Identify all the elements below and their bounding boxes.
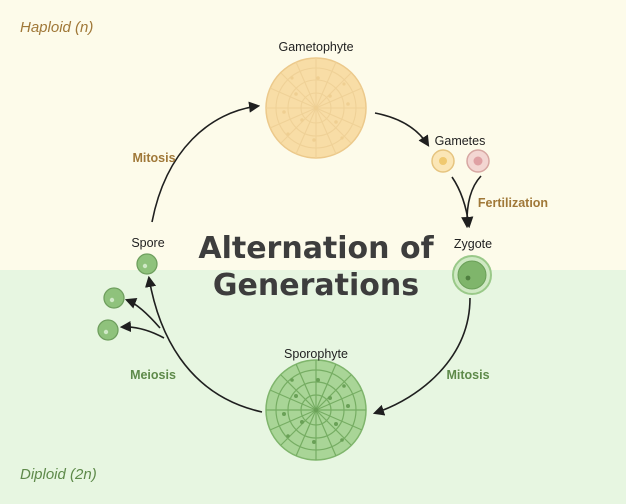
mitosis-label-haploid: Mitosis [132, 151, 176, 165]
meiosis-label: Meiosis [130, 368, 176, 382]
title-line-1: Alternation of [198, 231, 434, 266]
sporophyte-cell-mass [265, 359, 367, 461]
gametophyte-label: Gametophyte [278, 40, 354, 54]
diagram-title: Alternation of Generations [198, 230, 433, 304]
arrow-gamete-pink-to-zygote [461, 175, 482, 229]
zygote-cell [452, 255, 492, 295]
spore-cell [136, 253, 158, 275]
arrow-meiosis-branch-upper [124, 297, 161, 329]
gamete-cell-yellow [431, 149, 455, 173]
title-line-2: Generations [212, 268, 420, 303]
gamete-cell-pink [466, 149, 490, 173]
arrow-gametophyte-to-gametes [374, 112, 430, 147]
zygote-label: Zygote [453, 237, 493, 251]
gametophyte-cell-mass [265, 57, 367, 159]
spore-label: Spore [131, 236, 165, 250]
spore-cell-3 [97, 319, 119, 341]
spore-cell-2 [103, 287, 125, 309]
mitosis-label-diploid: Mitosis [446, 368, 490, 382]
gametes-label: Gametes [434, 134, 486, 148]
haploid-phase-label: Haploid (n) [20, 19, 94, 36]
fertilization-label: Fertilization [477, 196, 549, 210]
arrow-meiosis-branch-lower [119, 320, 165, 339]
diploid-phase-label: Diploid (2n) [20, 466, 97, 483]
arrow-zygote-to-sporophyte [372, 297, 471, 416]
arrow-sporophyte-to-spore [145, 275, 263, 413]
sporophyte-label: Sporophyte [284, 347, 348, 361]
arrow-spore-to-gametophyte [151, 101, 261, 223]
